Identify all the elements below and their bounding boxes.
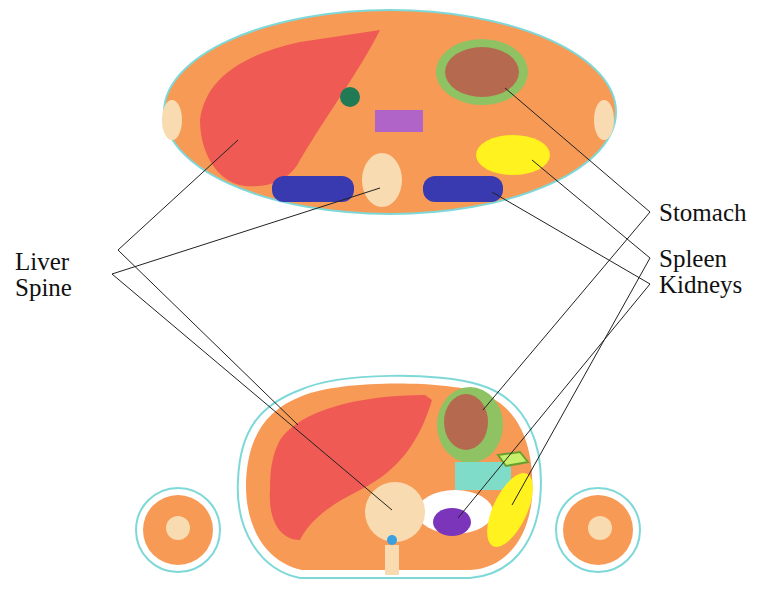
organ-label: Spleen (659, 246, 727, 271)
organ-label: Liver (15, 249, 69, 274)
organ-label: Kidneys (659, 272, 742, 297)
organ-label: Stomach (659, 200, 747, 225)
organ-label: Spine (15, 275, 72, 300)
